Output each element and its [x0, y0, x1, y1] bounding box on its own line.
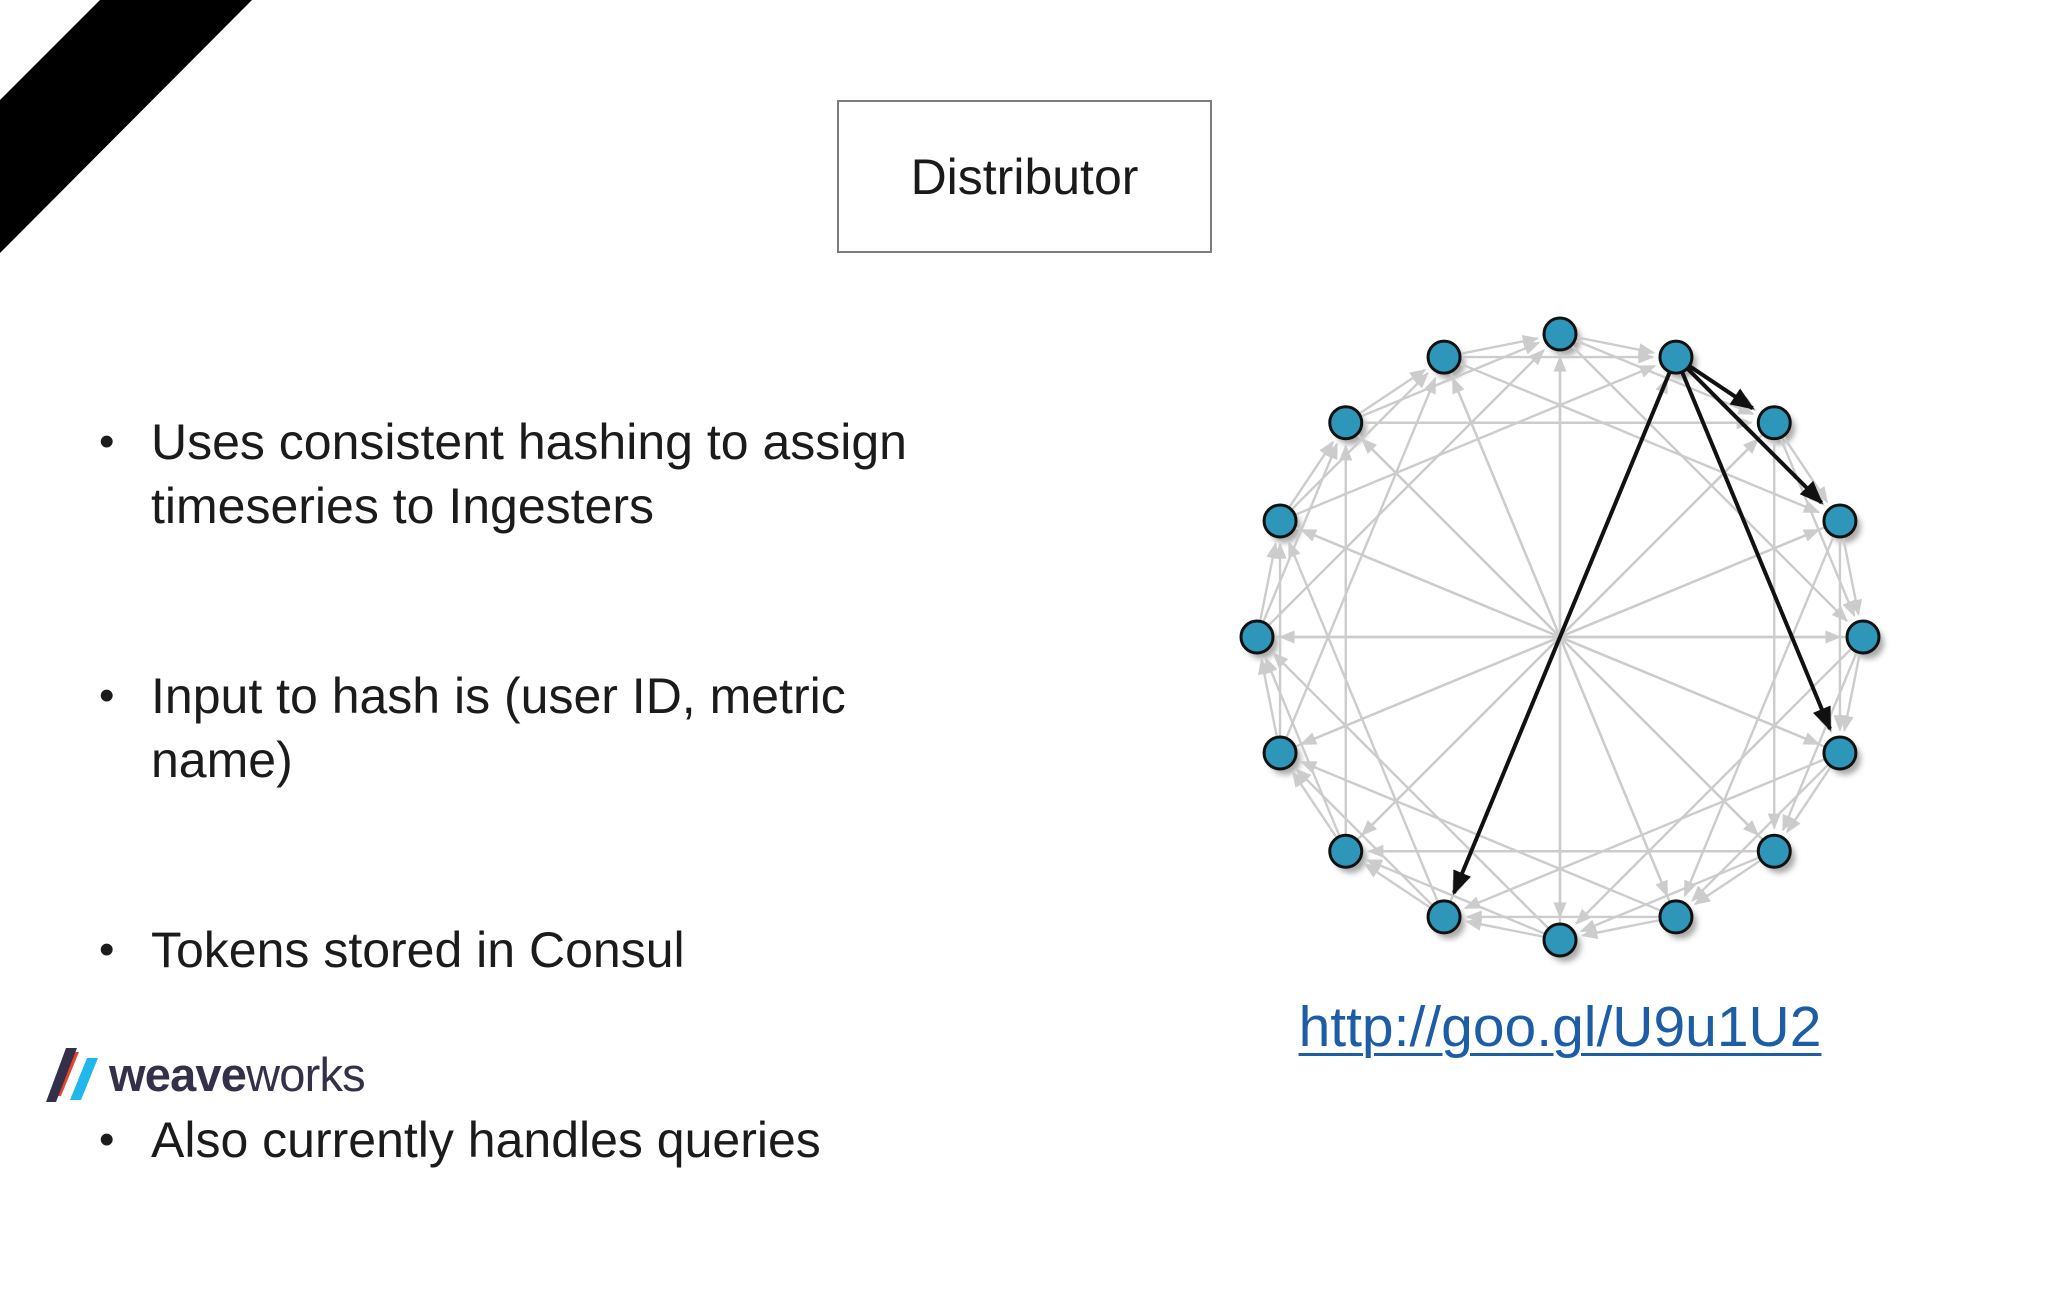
logo-word-weave: weave — [109, 1047, 247, 1101]
consistent-hash-ring-diagram — [1239, 316, 1884, 962]
mesh-edges — [1255, 332, 1865, 942]
bullet-list: Uses consistent hashing to assign timese… — [95, 346, 1025, 1298]
distributor-label: Distributor — [910, 148, 1139, 205]
weaveworks-logo-icon — [46, 1048, 98, 1102]
goo-gl-link[interactable]: http://goo.gl/U9u1U2 — [1298, 995, 1822, 1059]
ring-nodes — [1239, 316, 1881, 958]
bullet-item: Uses consistent hashing to assign timese… — [95, 410, 1025, 538]
weaveworks-logo-text: weaveworks — [109, 1047, 366, 1102]
weaveworks-logo: weaveworks — [46, 1046, 366, 1102]
distributor-box: Distributor — [837, 100, 1212, 253]
logo-word-works: works — [246, 1047, 366, 1101]
bullet-item: Also currently handles queries — [95, 1108, 1025, 1172]
bullet-item: Input to hash is (user ID, metric name) — [95, 664, 1025, 792]
diagram-link-row: http://goo.gl/U9u1U2 — [1220, 994, 1900, 1060]
corner-ribbon — [0, 0, 252, 253]
bullet-item: Tokens stored in Consul — [95, 918, 1025, 982]
